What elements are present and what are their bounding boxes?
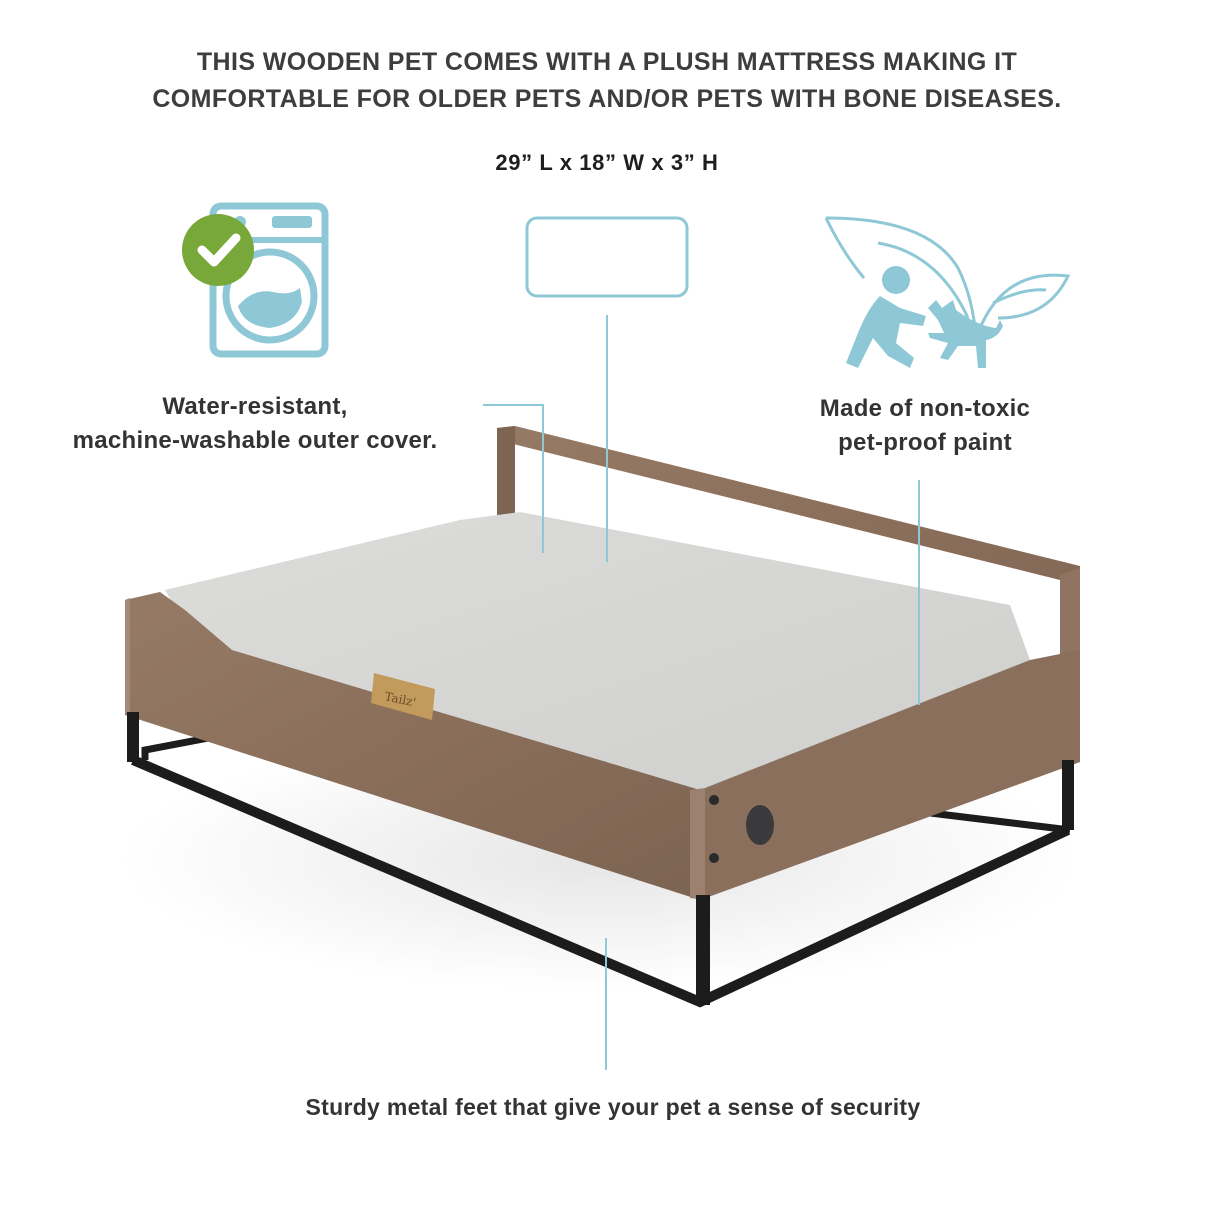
feature-right-line-1: Made of non-toxic	[819, 395, 1031, 422]
feature-left-line-2: machine-washable outer cover.	[72, 427, 438, 454]
brand-tag-text: Tailz'	[383, 689, 417, 709]
headline: THIS WOODEN PET COMES WITH A PLUSH MATTR…	[0, 44, 1214, 118]
person-dog-leaf-icon	[818, 208, 1088, 378]
washing-machine-check-icon	[178, 200, 333, 360]
feature-metal-feet: Sturdy metal feet that give your pet a s…	[305, 1094, 921, 1120]
feature-non-toxic-paint: Made of non-toxic pet-proof paint	[770, 392, 1080, 460]
headline-line-2: COMFORTABLE FOR OLDER PETS AND/OR PETS W…	[152, 85, 1062, 113]
feature-washable-cover: Water-resistant, machine-washable outer …	[20, 390, 490, 458]
feature-right-line-2: pet-proof paint	[838, 429, 1012, 456]
dimensions-label: 29” L x 18” W x 3” H	[495, 150, 719, 175]
headline-line-1: THIS WOODEN PET COMES WITH A PLUSH MATTR…	[196, 48, 1018, 76]
rounded-rectangle-mattress-icon	[524, 215, 690, 299]
feature-left-line-1: Water-resistant,	[162, 393, 348, 420]
